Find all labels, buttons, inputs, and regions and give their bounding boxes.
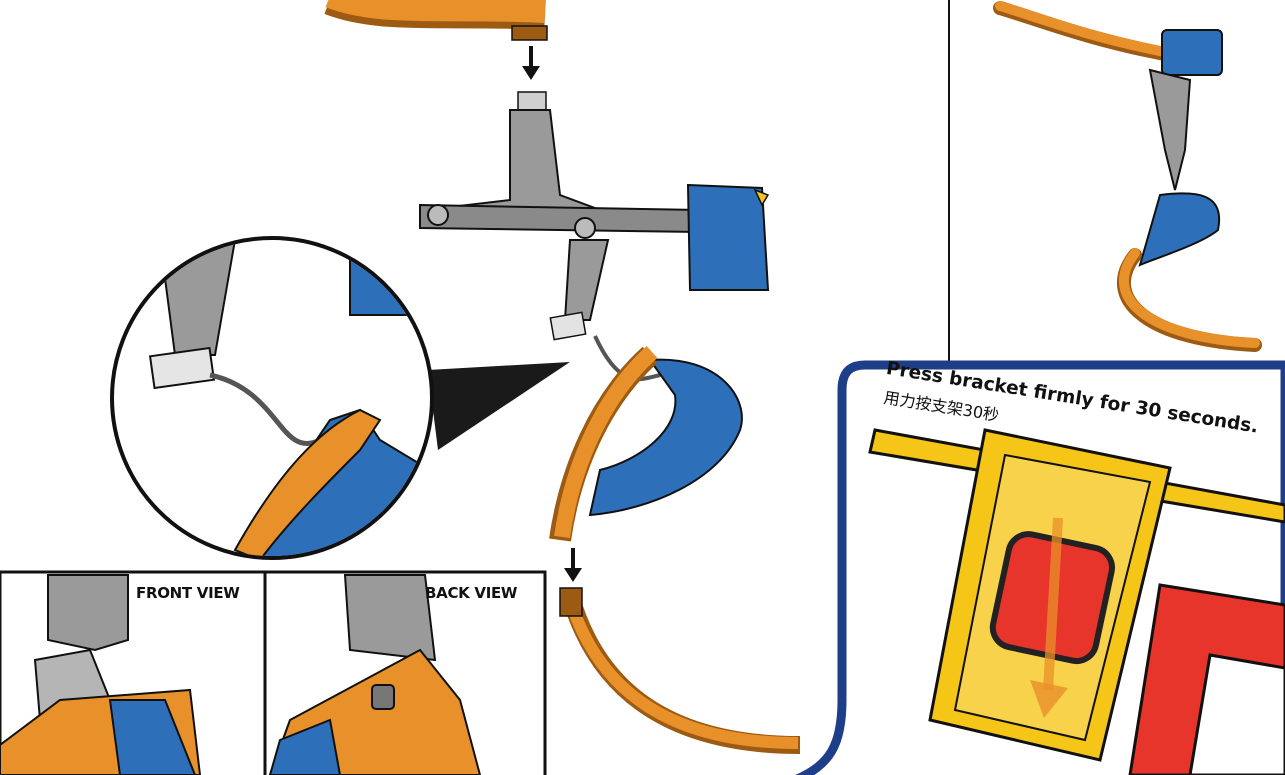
down-arrow-1 [522, 46, 540, 80]
back-view-box [265, 572, 545, 775]
blue-clamp [688, 185, 768, 290]
top-track-piece [330, 0, 547, 40]
front-view-box [0, 572, 265, 775]
curved-track-bottom [560, 588, 800, 745]
back-view-label: BACK VIEW [425, 584, 517, 602]
front-view-label: FRONT VIEW [136, 584, 240, 602]
step-panel-top-right [949, 0, 1255, 372]
gray-bracket [420, 92, 700, 340]
zoom-callout [112, 238, 570, 560]
curved-track-middle [560, 352, 742, 540]
down-arrow-2 [564, 548, 582, 582]
